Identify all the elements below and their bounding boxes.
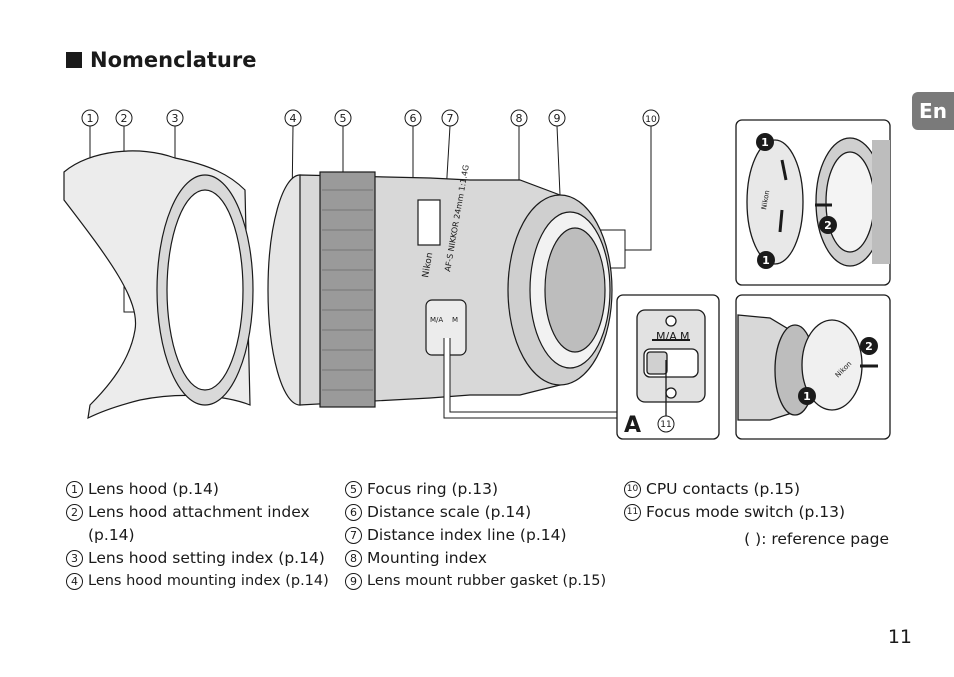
callout-9: 9 xyxy=(554,112,561,125)
legend-number: 10 xyxy=(624,481,641,498)
legend-item: 10 CPU contacts (p.15) xyxy=(624,478,845,501)
legend-column-2: 5 Focus ring (p.13) 6 Distance scale (p.… xyxy=(345,478,606,593)
lens-brand-text: Nikon xyxy=(421,252,435,279)
callout-11: 11 xyxy=(660,420,671,430)
legend-text: Mounting index xyxy=(367,549,487,567)
callout-4: 4 xyxy=(290,112,297,125)
callout-10: 10 xyxy=(645,115,657,125)
lens-hood xyxy=(63,150,254,420)
legend-number: 5 xyxy=(345,481,362,498)
arrow-icon xyxy=(778,159,832,233)
legend-number: 4 xyxy=(66,573,83,590)
legend-item: 11 Focus mode switch (p.13) xyxy=(624,501,845,524)
page-number: 11 xyxy=(887,626,912,648)
legend-text-line2: (p.14) xyxy=(88,526,135,544)
step-badge-3: 1 xyxy=(762,254,770,267)
legend-number: 7 xyxy=(345,527,362,544)
callout-7: 7 xyxy=(447,112,454,125)
legend-column-3: 10 CPU contacts (p.15) 11 Focus mode swi… xyxy=(624,478,845,524)
callout-3: 3 xyxy=(172,112,179,125)
legend-number: 3 xyxy=(66,550,83,567)
legend-item: 8 Mounting index xyxy=(345,547,606,570)
square-bullet-icon xyxy=(66,52,82,68)
legend-text: Lens mount rubber gasket (p.15) xyxy=(367,573,607,589)
legend-number: 8 xyxy=(345,550,362,567)
callout-8: 8 xyxy=(516,112,523,125)
callout-1: 1 xyxy=(87,112,94,125)
lens-body xyxy=(267,171,613,408)
inset-switch-ma: M/A xyxy=(656,330,677,343)
legend-item: 3 Lens hood setting index (p.14) xyxy=(66,547,329,570)
legend-text: Distance index line (p.14) xyxy=(367,526,567,544)
lens-switch-m: M xyxy=(452,316,458,324)
legend-item: 9 Lens mount rubber gasket (p.15) xyxy=(345,570,606,593)
callout-numbers xyxy=(81,109,660,127)
step-badge-1: 1 xyxy=(761,136,769,149)
legend-number: 11 xyxy=(624,504,641,521)
legend-number: 9 xyxy=(345,573,362,590)
legend-item: 2 Lens hood attachment index (p.14) xyxy=(66,501,329,547)
section-heading: Nomenclature xyxy=(66,48,256,72)
callout-2: 2 xyxy=(121,112,128,125)
legend-number: 2 xyxy=(66,504,83,521)
legend-item: 4 Lens hood mounting index (p.14) xyxy=(66,570,329,593)
cap-brand-text: Nikon xyxy=(760,190,771,211)
legend-item: 6 Distance scale (p.14) xyxy=(345,501,606,524)
legend-text: Lens hood (p.14) xyxy=(88,480,219,498)
legend-item: 7 Distance index line (p.14) xyxy=(345,524,606,547)
legend-column-1: 1 Lens hood (p.14) 2 Lens hood attachmen… xyxy=(66,478,329,593)
heading-text: Nomenclature xyxy=(90,48,257,72)
legend-item: 1 Lens hood (p.14) xyxy=(66,478,329,501)
legend-number: 1 xyxy=(66,481,83,498)
inset-label-a: A xyxy=(624,413,641,438)
language-tab: En xyxy=(912,92,954,130)
legend-text: Lens hood setting index (p.14) xyxy=(88,549,325,567)
legend-text: Lens hood attachment index (p.14) xyxy=(88,501,310,547)
legend-text: Lens hood mounting index (p.14) xyxy=(88,573,329,589)
front-cap-inset xyxy=(735,119,891,286)
inset-a xyxy=(616,294,720,440)
callout-5: 5 xyxy=(340,112,347,125)
rear-step-badge-2: 2 xyxy=(865,340,873,353)
rear-step-badge-1: 1 xyxy=(803,390,811,403)
step-badge-2: 2 xyxy=(824,219,832,232)
legend-text-line1: Lens hood attachment index xyxy=(88,503,310,521)
legend-item: 5 Focus ring (p.13) xyxy=(345,478,606,501)
callout-6: 6 xyxy=(410,112,417,125)
legend-text: CPU contacts (p.15) xyxy=(646,480,801,498)
legend-text: Focus mode switch (p.13) xyxy=(646,503,846,521)
legend-text: Focus ring (p.13) xyxy=(367,480,499,498)
legend-number: 6 xyxy=(345,504,362,521)
legend-text: Distance scale (p.14) xyxy=(367,503,532,521)
inset-switch-m: M xyxy=(680,330,690,343)
lens-switch-ma: M/A xyxy=(430,316,443,324)
reference-note: ( ): reference page xyxy=(744,530,889,548)
